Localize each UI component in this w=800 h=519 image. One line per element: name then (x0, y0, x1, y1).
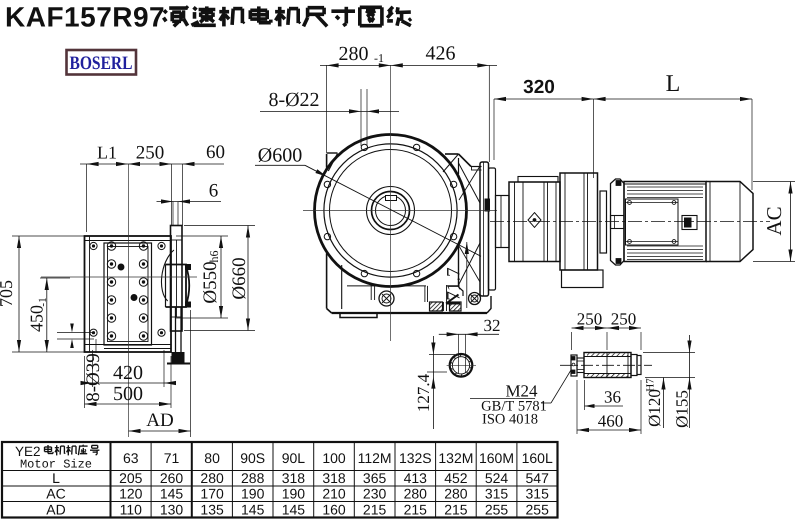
svg-text:215: 215 (404, 501, 428, 517)
svg-text:160M: 160M (479, 450, 514, 466)
svg-text:130: 130 (160, 501, 184, 517)
svg-text:80: 80 (204, 450, 220, 466)
svg-text:KAF157R97: KAF157R97 (5, 2, 165, 33)
svg-text:AD: AD (46, 501, 65, 517)
svg-text:280: 280 (444, 486, 468, 502)
svg-text:450: 450 (27, 305, 47, 332)
svg-text:315: 315 (526, 486, 550, 502)
svg-text:BOSERL: BOSERL (70, 53, 133, 74)
svg-text:705: 705 (0, 280, 16, 307)
svg-text:120: 120 (119, 486, 143, 502)
svg-text:36: 36 (604, 388, 621, 407)
svg-text:132S: 132S (399, 450, 432, 466)
svg-text:90S: 90S (240, 450, 265, 466)
svg-text:90L: 90L (282, 450, 306, 466)
svg-text:Ø600: Ø600 (258, 145, 302, 167)
svg-text:255: 255 (485, 501, 509, 517)
svg-text:6: 6 (209, 181, 219, 202)
svg-text:145: 145 (241, 501, 265, 517)
svg-text:413: 413 (404, 470, 428, 486)
svg-text:132M: 132M (438, 450, 473, 466)
svg-text:190: 190 (241, 486, 265, 502)
svg-text:32: 32 (484, 316, 501, 335)
svg-text:71: 71 (164, 450, 180, 466)
svg-text:170: 170 (200, 486, 224, 502)
svg-text:-1: -1 (374, 51, 384, 65)
svg-text:Ø120: Ø120 (645, 389, 664, 427)
svg-text:460: 460 (598, 412, 624, 431)
svg-text:250: 250 (611, 310, 637, 329)
svg-text:Motor Size: Motor Size (20, 458, 92, 472)
svg-text:210: 210 (322, 486, 346, 502)
svg-text:320: 320 (523, 77, 555, 98)
svg-text:ISO 4018: ISO 4018 (482, 412, 538, 428)
svg-text:63: 63 (123, 450, 139, 466)
svg-text:255: 255 (526, 501, 550, 517)
svg-text:365: 365 (363, 470, 387, 486)
svg-text:L: L (52, 470, 60, 486)
svg-text:145: 145 (282, 501, 306, 517)
svg-text:318: 318 (282, 470, 306, 486)
svg-text:YE2: YE2 (15, 444, 41, 459)
svg-text:M24: M24 (505, 382, 538, 401)
svg-text:100: 100 (322, 450, 346, 466)
svg-text:230: 230 (363, 486, 387, 502)
svg-text:Ø550: Ø550 (200, 261, 221, 303)
svg-text:AC: AC (46, 486, 65, 502)
svg-text:135: 135 (200, 501, 224, 517)
svg-text:420: 420 (113, 362, 143, 384)
svg-text:215: 215 (444, 501, 468, 517)
svg-text:60: 60 (206, 142, 225, 163)
svg-text:145: 145 (160, 486, 184, 502)
svg-text:110: 110 (120, 501, 143, 517)
svg-text:112M: 112M (358, 450, 392, 466)
svg-text:452: 452 (444, 470, 468, 486)
svg-text:L1: L1 (97, 143, 117, 163)
svg-text:426: 426 (426, 43, 456, 65)
svg-text:280: 280 (339, 43, 369, 65)
svg-text:GB/T 5781: GB/T 5781 (481, 399, 547, 415)
svg-text:71.7: 71.7 (444, 267, 465, 300)
svg-text:160: 160 (322, 501, 346, 517)
svg-text:Ø155: Ø155 (673, 390, 692, 428)
svg-text:h6: h6 (207, 251, 221, 263)
svg-text:280: 280 (404, 486, 428, 502)
svg-text:160L: 160L (522, 450, 553, 466)
svg-text:AD: AD (146, 410, 173, 431)
svg-text:260: 260 (160, 470, 184, 486)
svg-text:127.4: 127.4 (414, 373, 433, 412)
svg-text:215: 215 (363, 501, 387, 517)
svg-text:288: 288 (241, 470, 265, 486)
svg-text:250: 250 (136, 143, 165, 164)
svg-text:205: 205 (119, 470, 143, 486)
svg-text:190: 190 (282, 486, 306, 502)
svg-text:AC: AC (762, 206, 786, 235)
svg-text:500: 500 (113, 383, 143, 405)
svg-text:H7: H7 (645, 378, 657, 392)
svg-text:524: 524 (485, 470, 509, 486)
svg-text:-1: -1 (37, 297, 49, 306)
svg-text:Ø660: Ø660 (229, 257, 250, 299)
svg-text:250: 250 (577, 310, 603, 329)
svg-text:315: 315 (485, 486, 509, 502)
svg-text:280: 280 (200, 470, 224, 486)
svg-text:8-Ø22: 8-Ø22 (268, 89, 319, 111)
svg-text:547: 547 (526, 470, 550, 486)
svg-text:318: 318 (322, 470, 346, 486)
svg-text:8-Ø39: 8-Ø39 (83, 353, 104, 402)
svg-text:L: L (666, 71, 681, 97)
